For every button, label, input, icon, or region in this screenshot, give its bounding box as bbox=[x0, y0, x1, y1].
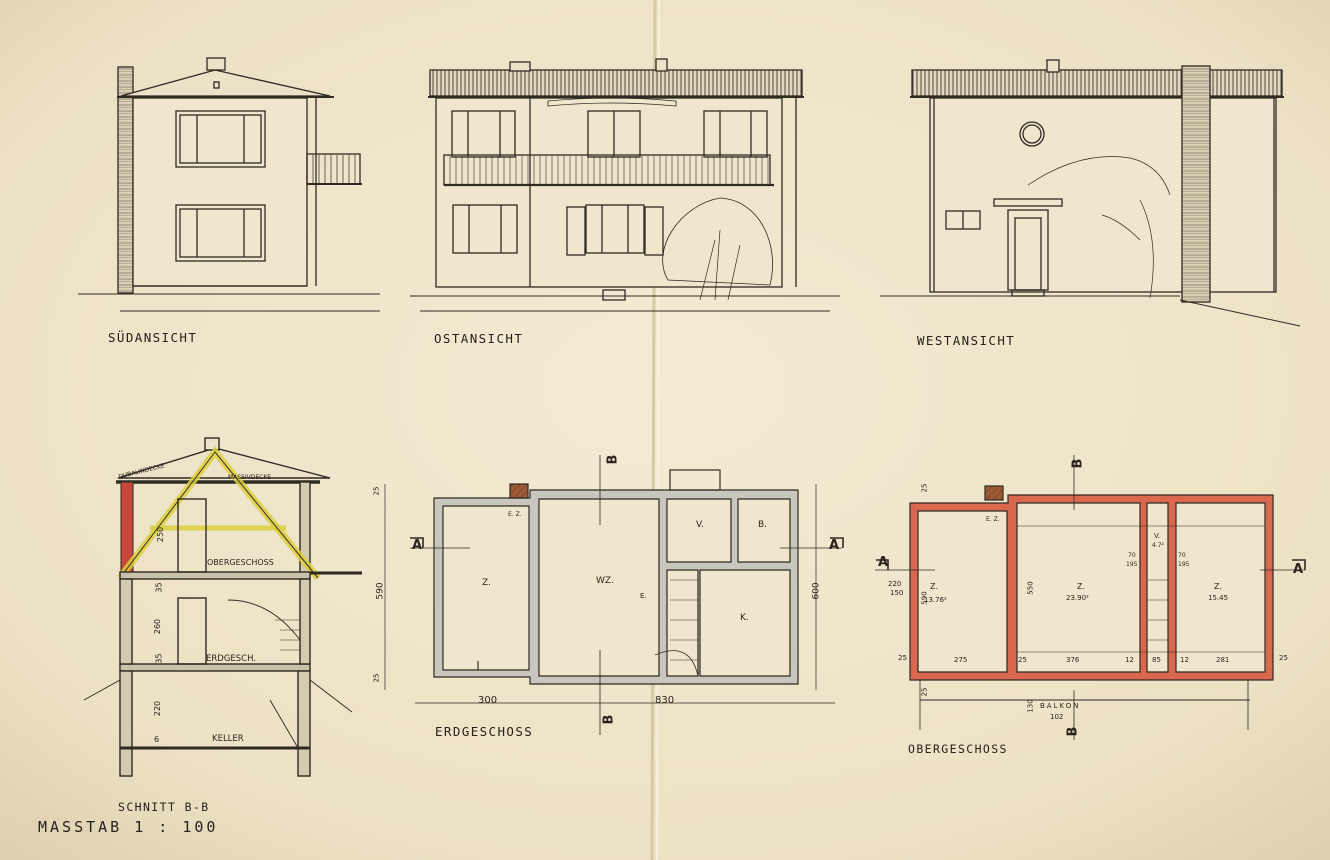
gf-marker-a-left: A bbox=[412, 538, 423, 553]
west-elevation bbox=[880, 59, 1301, 327]
uf-dim-b: 275 bbox=[954, 656, 968, 664]
section-ground-label: ERDGESCH. bbox=[206, 654, 257, 664]
uf-room-v-area: 4.7² bbox=[1152, 542, 1164, 549]
gf-dim-width-left: 300 bbox=[478, 695, 498, 706]
gf-room-b: B. bbox=[758, 520, 768, 530]
uf-dim-c: 25 bbox=[1018, 656, 1027, 664]
gf-chimney: E. Z. bbox=[508, 511, 522, 518]
uf-room1: Z. bbox=[930, 582, 939, 591]
uf-dim-e: 12 bbox=[1125, 656, 1134, 664]
gf-dim-height-right: 600 bbox=[811, 582, 822, 600]
section-cellar-label: KELLER bbox=[212, 734, 244, 744]
section-b-b bbox=[83, 437, 362, 777]
uf-dim-u: 25 bbox=[920, 687, 929, 697]
uf-dim-p: 195 bbox=[1126, 561, 1138, 568]
uf-balcony-label: BALKON bbox=[1040, 702, 1081, 710]
uf-marker-b-top: B bbox=[1070, 458, 1086, 469]
scale-label: MASSTAB 1 : 100 bbox=[38, 818, 219, 836]
section-dim-upper: 250 bbox=[156, 526, 166, 543]
west-elevation-title: WESTANSICHT bbox=[917, 333, 1016, 348]
uf-room2: Z. bbox=[1077, 582, 1086, 591]
section-title: SCHNITT B-B bbox=[118, 800, 210, 814]
south-elevation-title: SÜDANSICHT bbox=[108, 330, 198, 345]
uf-dim-k: 550 bbox=[1026, 581, 1035, 595]
section-dim-base: 6 bbox=[154, 735, 160, 744]
east-elevation bbox=[410, 58, 840, 312]
upper-floor-plan bbox=[875, 455, 1306, 740]
gf-dim-bottom-left: 25 bbox=[372, 673, 381, 683]
gf-marker-b-bottom: B bbox=[601, 714, 617, 725]
uf-dim-t: 102 bbox=[1050, 713, 1064, 721]
uf-dim-s: 130 bbox=[1026, 699, 1035, 713]
uf-dim-i: 25 bbox=[1279, 654, 1288, 662]
uf-room1-area: 13.76² bbox=[924, 596, 947, 604]
uf-dim-h: 281 bbox=[1216, 656, 1230, 664]
gf-dim-top-left: 25 bbox=[372, 486, 381, 496]
section-dim-cellar: 220 bbox=[153, 700, 163, 717]
uf-chimney: E. Z. bbox=[986, 516, 1000, 523]
uf-dim-j: 25 bbox=[920, 483, 929, 493]
uf-dim-q: 70 bbox=[1178, 552, 1186, 559]
uf-dim-o: 70 bbox=[1128, 552, 1136, 559]
uf-dim-f: 85 bbox=[1152, 656, 1161, 664]
ground-floor-plan bbox=[384, 455, 844, 735]
gf-marker-b-top: B bbox=[605, 454, 621, 465]
ground-floor-title: ERDGESCHOSS bbox=[435, 724, 534, 739]
gf-room-v: V. bbox=[696, 520, 704, 530]
uf-marker-a-left: A bbox=[878, 555, 889, 570]
gf-dim-height-left: 590 bbox=[375, 582, 386, 600]
uf-dim-l: 590 bbox=[920, 591, 929, 605]
gf-room-k: K. bbox=[740, 613, 749, 623]
uf-room2-area: 23.90² bbox=[1066, 594, 1089, 602]
uf-dim-a: 25 bbox=[898, 654, 907, 662]
uf-dim-g: 12 bbox=[1180, 656, 1189, 664]
south-elevation bbox=[78, 57, 380, 312]
section-dim-mid2: 35 bbox=[154, 653, 164, 664]
uf-room3: Z. bbox=[1214, 582, 1223, 591]
section-upper-label: OBERGESCHOSS bbox=[207, 558, 274, 567]
section-dim-mid1: 35 bbox=[154, 582, 164, 593]
uf-dim-d: 376 bbox=[1066, 656, 1080, 664]
east-elevation-title: OSTANSICHT bbox=[434, 331, 524, 346]
uf-room3-area: 15.45 bbox=[1208, 594, 1229, 602]
gf-room-wz: WZ. bbox=[596, 576, 614, 586]
uf-room-v: V. bbox=[1154, 532, 1161, 540]
section-dim-ground: 260 bbox=[153, 618, 163, 635]
gf-marker-a-right: A bbox=[829, 538, 840, 553]
gf-dim-width-total: 830 bbox=[655, 695, 675, 706]
uf-dim-m: 220 bbox=[888, 580, 902, 588]
uf-marker-a-right: A bbox=[1293, 562, 1304, 577]
uf-dim-n: 150 bbox=[890, 589, 904, 597]
gf-room-z: Z. bbox=[482, 578, 492, 588]
upper-floor-title: OBERGESCHOSS bbox=[908, 742, 1008, 756]
uf-dim-r: 195 bbox=[1178, 561, 1190, 568]
gf-stove: E. bbox=[640, 592, 647, 600]
section-massive-label: MASSIVDECKE bbox=[228, 474, 272, 481]
uf-marker-b-bottom: B bbox=[1065, 726, 1081, 737]
